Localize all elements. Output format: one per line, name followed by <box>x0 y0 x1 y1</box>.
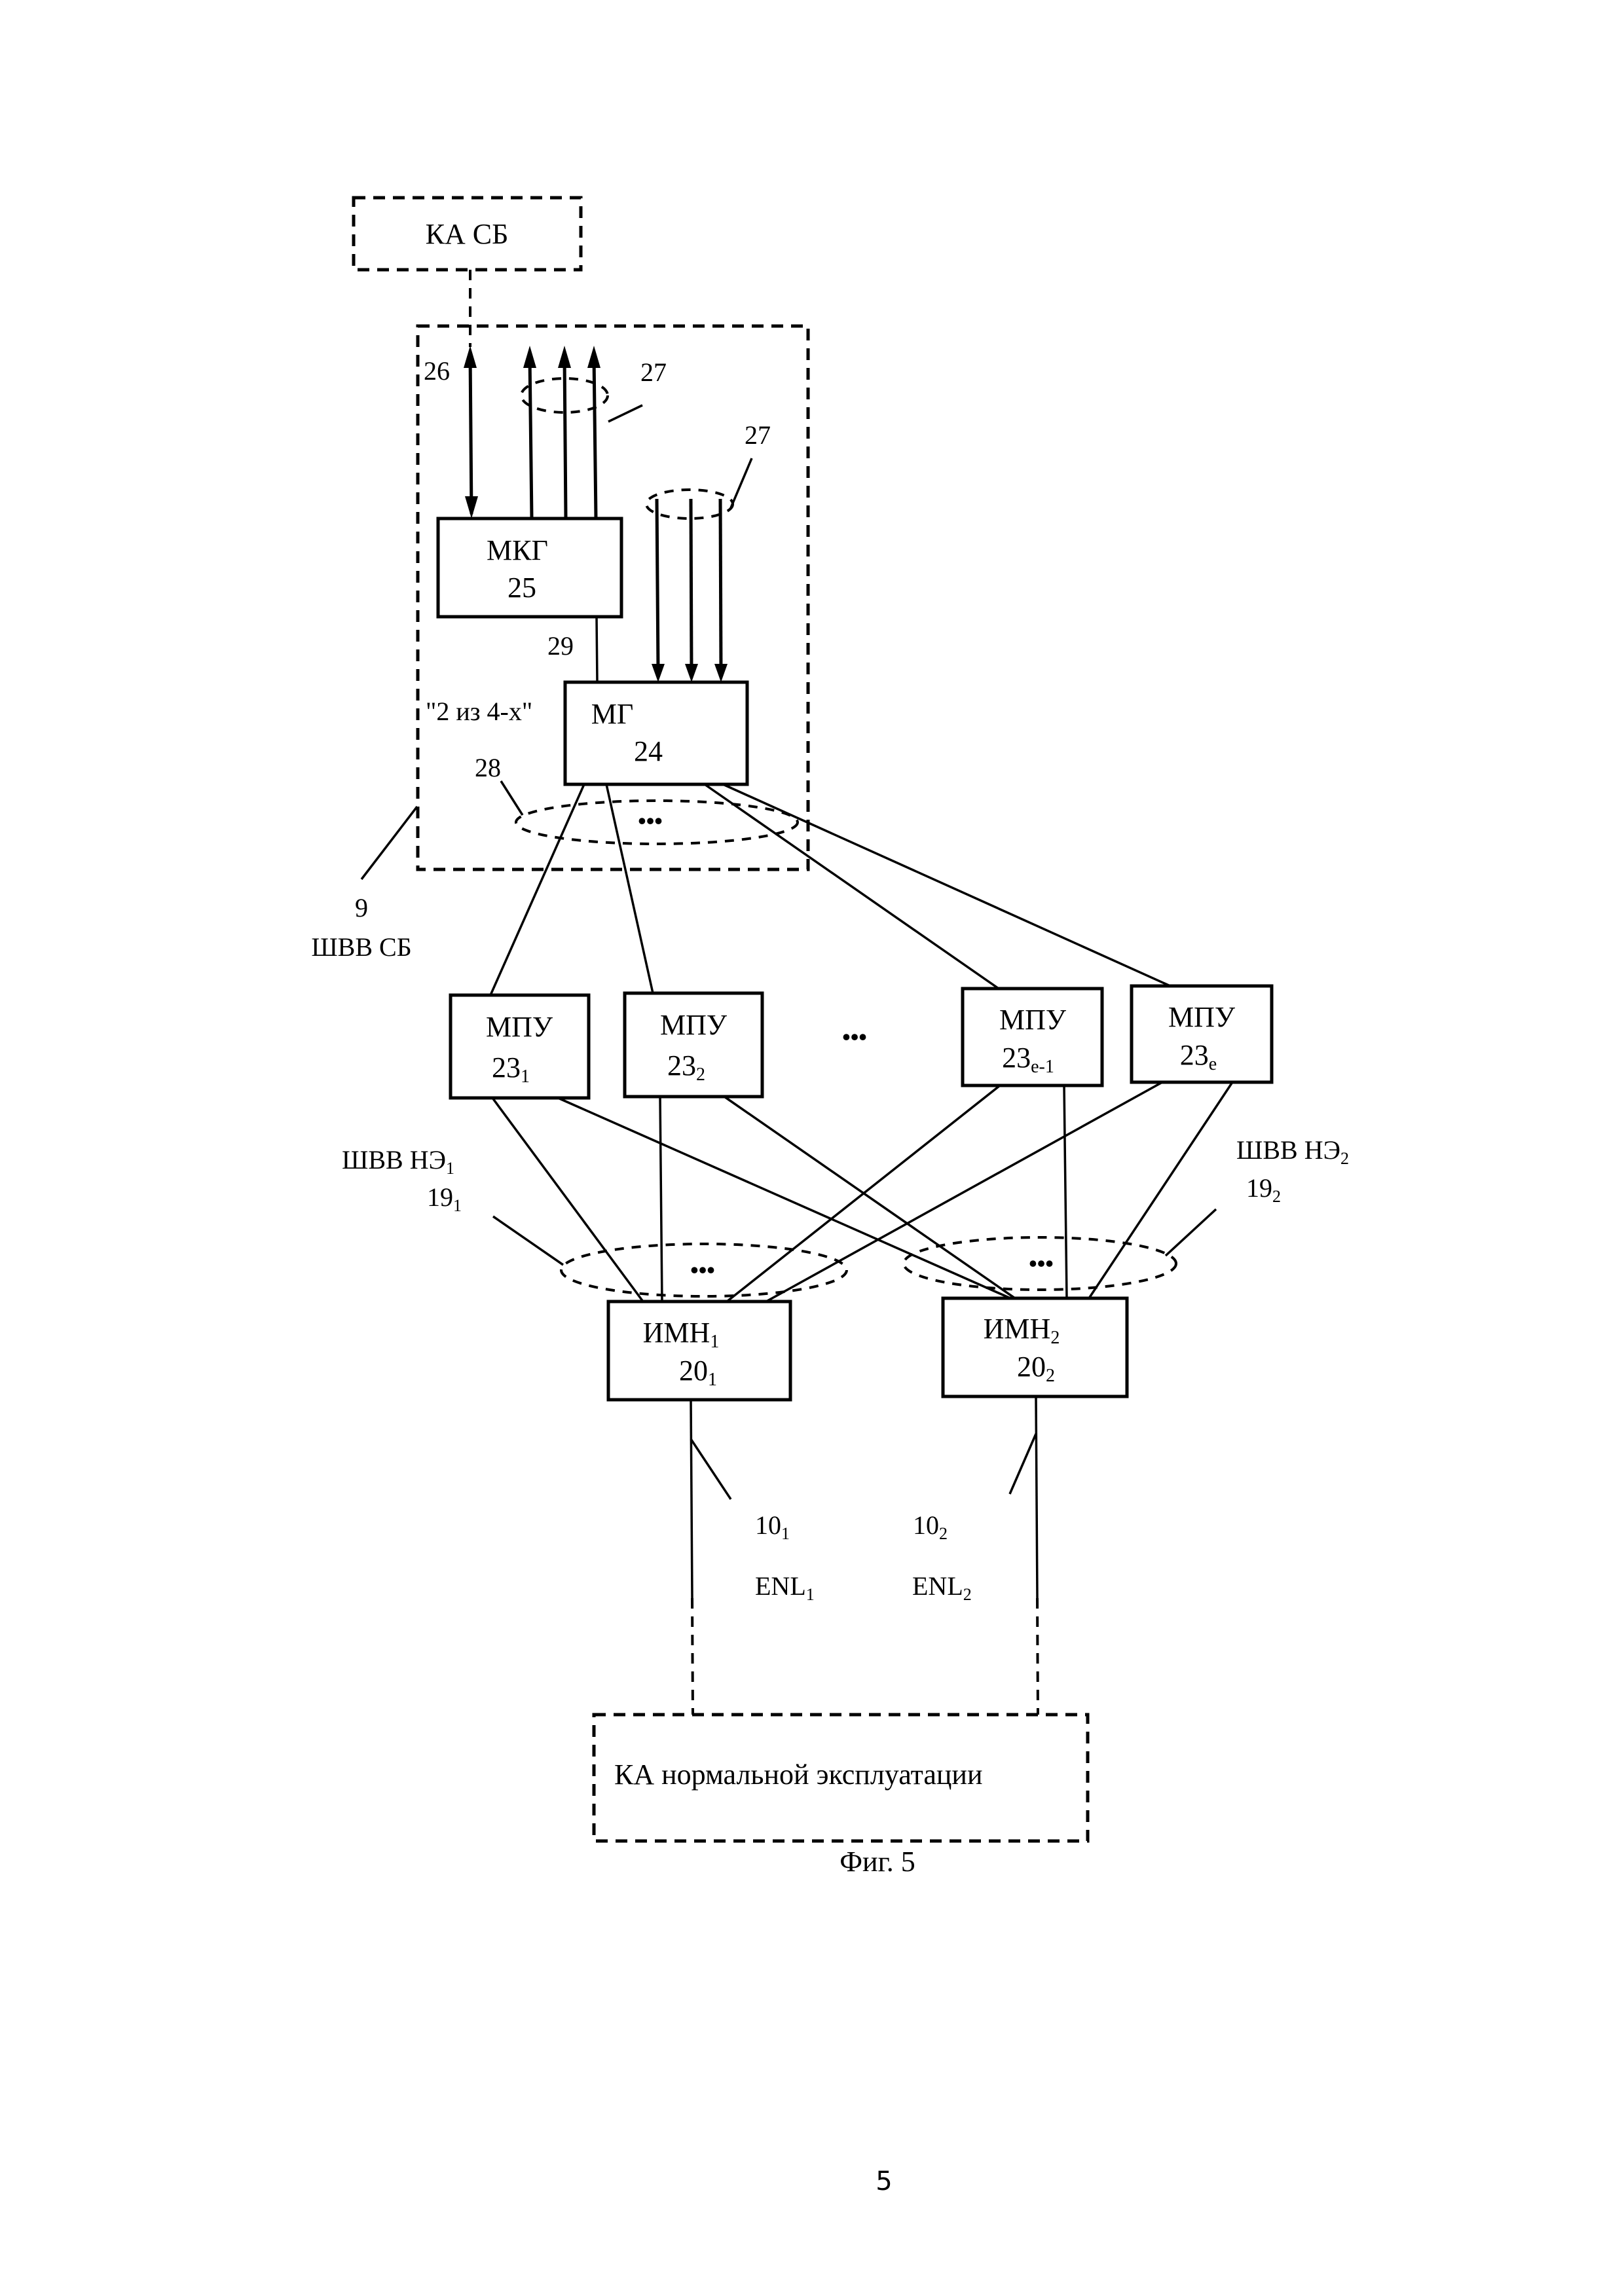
ref-27-out: 27 <box>640 357 667 387</box>
figure-caption: Фиг. 5 <box>840 1846 915 1878</box>
leader-19-1 <box>493 1216 563 1265</box>
enl-1-ref: 101 <box>755 1510 790 1543</box>
leader-27-in <box>730 458 752 509</box>
mpu-block-1: МПУ 231 <box>451 995 589 1098</box>
enl-1-label: ENL1 <box>755 1571 815 1604</box>
imn-block-1: ИМН1 201 <box>608 1302 790 1400</box>
enl-link-1 <box>691 1400 731 1715</box>
mkg-ref: 25 <box>507 572 536 604</box>
ka-normal-operation-block: КА нормальной эксплуатации <box>594 1715 1088 1841</box>
shvv-sb-label: ШВВ СБ <box>311 932 411 962</box>
leader-9 <box>361 807 417 879</box>
shvv-ne-2-label: ШВВ НЭ2 <box>1236 1135 1349 1168</box>
mkg-block: МКГ 25 <box>438 519 621 617</box>
mpu-1-label: МПУ <box>486 1011 553 1043</box>
shvv-ne-1-ref: 191 <box>427 1182 462 1215</box>
imn-2-label: ИМН2 <box>984 1313 1060 1348</box>
ref-27-in: 27 <box>745 420 771 450</box>
enl-2-ref: 102 <box>913 1510 948 1543</box>
group-27-in-arrows <box>652 499 728 682</box>
mpu-e-label: МПУ <box>1168 1001 1236 1033</box>
shvv-ne-1-ellipsis: ••• <box>690 1257 715 1283</box>
shvv-ne-2-ref: 192 <box>1246 1173 1281 1206</box>
mkg-label: МКГ <box>487 534 548 566</box>
mg-to-mpu-links <box>490 784 1170 995</box>
mg-block: МГ 24 <box>565 682 747 784</box>
ref-26: 26 <box>424 356 450 386</box>
ka-sb-label: КА СБ <box>426 218 509 250</box>
group-27-out-arrows <box>523 346 600 519</box>
ka-sb-block: КА СБ <box>354 198 581 270</box>
mg-label: МГ <box>591 698 634 730</box>
shvv-ne-1-label: ШВВ НЭ1 <box>342 1145 454 1178</box>
ka-normal-label: КА нормальной эксплуатации <box>614 1758 983 1791</box>
mg-ref: 24 <box>634 735 663 767</box>
enl-2-label: ENL2 <box>912 1571 972 1604</box>
link-26-bidirectional <box>464 346 478 519</box>
shvv-ne-2-ellipsis: ••• <box>1029 1250 1054 1277</box>
mpu-e-1-label: МПУ <box>999 1004 1067 1036</box>
ref-29: 29 <box>547 631 574 661</box>
mpu-ellipsis: ••• <box>842 1024 867 1050</box>
voting-note: "2 из 4-х" <box>426 697 532 726</box>
leader-28 <box>501 781 523 815</box>
page-number: 5 <box>876 2166 892 2196</box>
mpu-to-imn-links <box>492 1082 1232 1302</box>
mpu-block-e: МПУ 23e <box>1132 986 1272 1082</box>
imn-block-2: ИМН2 202 <box>943 1298 1127 1396</box>
bundle-ellipsis: ••• <box>638 808 663 834</box>
imn-1-label: ИМН1 <box>643 1317 720 1352</box>
ref-28: 28 <box>475 753 501 782</box>
leader-27-out <box>608 405 642 422</box>
mpu-2-label: МПУ <box>660 1009 728 1041</box>
mpu-block-e-minus-1: МПУ 23e-1 <box>963 989 1102 1085</box>
ref-9: 9 <box>355 893 368 922</box>
mpu-block-2: МПУ 232 <box>625 993 762 1097</box>
enl-link-2 <box>1010 1396 1038 1715</box>
leader-19-2 <box>1166 1209 1216 1256</box>
